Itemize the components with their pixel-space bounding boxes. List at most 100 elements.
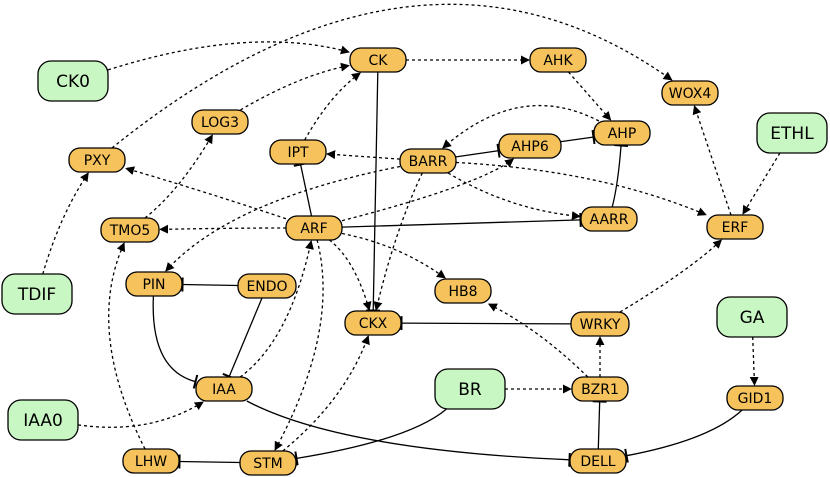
node-ck: CK [349,47,407,73]
node-wox4: WOX4 [661,80,719,106]
node-label: GA [740,308,765,328]
node-tmo5: TMO5 [100,217,160,243]
edge-arf-to-aarr [341,212,582,228]
node-pxy: PXY [68,147,126,173]
edge-arf-to-ipt [293,162,313,217]
node-box [706,214,764,240]
node-label: TMO5 [109,223,151,239]
node-label: ENDO [246,279,287,295]
node-ga: GA [716,296,788,338]
node-label: IAA0 [23,411,63,431]
node-label: IPT [287,145,309,161]
node-label: BR [458,380,482,400]
node-box [571,376,629,402]
node-box [756,112,828,154]
node-label: CK0 [56,72,90,92]
node-tdif: TDIF [1,273,73,315]
edge-ck0-to-ck [107,41,350,71]
edge-ethl-to-erf [742,152,781,215]
edge-bzr1-to-hb8 [487,303,589,378]
node-aarr: AARR [580,206,638,232]
node-br: BR [434,368,506,410]
edge-ck-to-ckx [366,71,381,312]
node-box [349,47,407,73]
node-label: HB8 [448,284,477,300]
node-box [529,47,587,73]
edge-erf-to-wox4 [692,105,732,216]
node-log3: LOG3 [191,109,249,135]
node-label: AHP [608,126,637,142]
edge-barr-to-erf [455,161,707,216]
edge-barr-to-ipt [326,150,401,160]
edge-barr-to-ckx [373,172,423,311]
edge-arf-to-pxy [125,166,287,220]
node-lhw: LHW [122,448,180,474]
node-label: CKX [359,316,388,332]
node-label: AHK [543,53,573,69]
node-label: ERF [722,220,749,236]
node-label: AARR [590,212,629,228]
node-label: ETHL [770,124,814,144]
node-label: LHW [135,454,167,470]
node-label: CK [369,53,389,69]
node-label: PIN [142,277,165,293]
node-label: DELL [580,454,615,470]
node-box [195,376,253,402]
edge-barr-to-aarr [447,172,581,221]
node-box [716,296,788,338]
node-box [37,60,109,102]
node-label: GID1 [738,391,773,407]
node-box [580,206,638,232]
node-ckx: CKX [344,310,402,336]
node-box [7,399,79,441]
node-label: PXY [84,153,111,169]
node-erf: ERF [706,214,764,240]
node-label: WRKY [580,317,621,333]
node-label: AHP6 [511,139,549,155]
node-label: TDIF [17,285,56,305]
node-box [68,147,126,173]
edge-iaa0-to-iaa [77,401,204,428]
node-box [661,80,719,106]
node-ck0: CK0 [37,60,109,102]
node-box [434,368,506,410]
node-ahp6: AHP6 [498,133,562,159]
node-endo: ENDO [237,273,297,299]
edge-endo-to-pin [181,277,239,292]
edge-arf-to-ahp6 [341,158,515,222]
node-pin: PIN [125,271,183,297]
node-box [269,139,327,165]
node-arf: ARF [285,215,343,241]
node-box [569,448,627,474]
edge-endo-to-iaa [222,297,263,381]
node-box [191,109,249,135]
edge-wrky-to-ckx [400,316,572,331]
node-stm: STM [239,450,297,476]
edge-ga-to-gid1 [749,336,759,386]
node-box [237,273,297,299]
edge-pxy-to-wox4 [111,3,673,149]
edge-log3-to-ck [240,62,350,111]
edge-arf-to-tmo5 [159,224,287,234]
node-dell: DELL [569,448,627,474]
node-label: IAA [212,382,236,398]
node-label: ARF [300,221,327,237]
edge-ahp-to-barr [442,104,600,149]
node-bzr1: BZR1 [571,376,629,402]
node-hb8: HB8 [434,278,492,304]
node-iaa: IAA [195,376,253,402]
node-label: STM [253,456,283,472]
node-label: BZR1 [581,382,619,398]
edge-gid1-to-dell [624,409,743,463]
node-box [239,450,297,476]
edge-arf-to-ckx [328,239,372,311]
edge-pin-to-iaa [152,295,199,389]
edge-tdif-to-pxy [42,172,89,275]
edge-iaa-to-arf [239,240,314,378]
edge-br-to-stm [294,408,447,466]
edge-ahk-to-ahp [568,71,612,121]
edge-dell-to-bzr1 [592,400,607,450]
edge-arf-to-hb8 [341,232,446,279]
